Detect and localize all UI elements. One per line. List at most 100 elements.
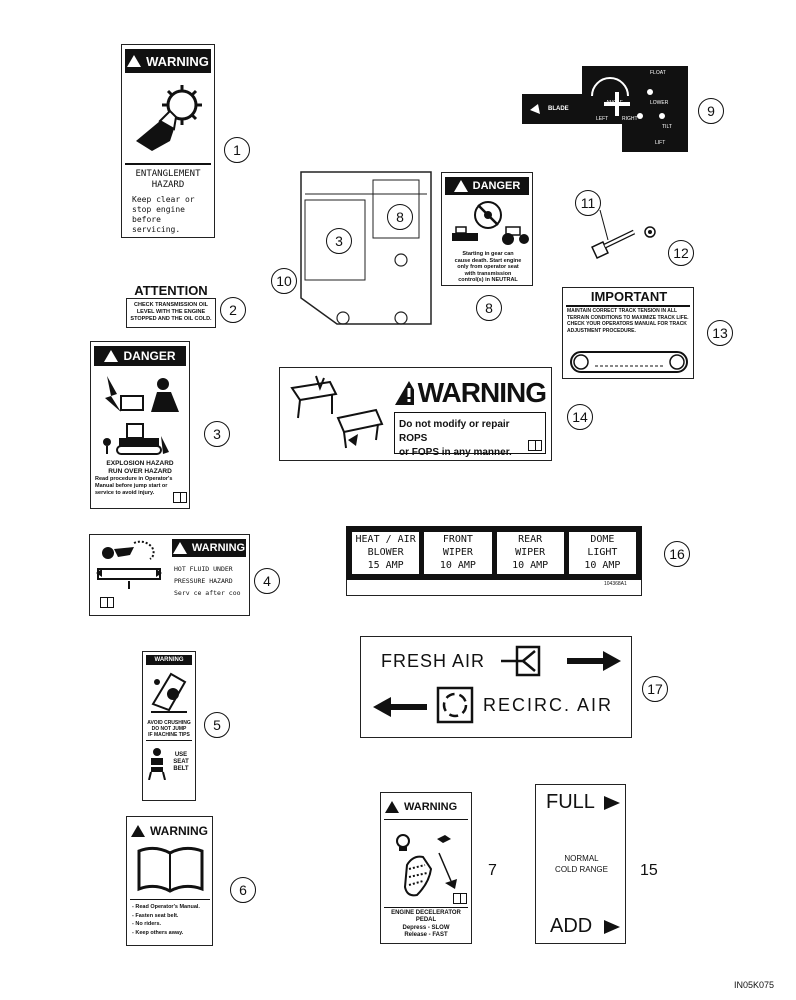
- callout-6: 6: [230, 877, 256, 903]
- manual-book-icon: [100, 597, 114, 608]
- open-book-pictogram: [133, 845, 208, 895]
- callout-14: 14: [567, 404, 593, 430]
- item-number-15: 15: [640, 862, 658, 879]
- fresh-air-label: FRESH AIR: [381, 651, 486, 671]
- tilt-label: TILT: [662, 124, 672, 130]
- separator-line: [146, 740, 192, 741]
- add-marker-arrow-icon: [604, 920, 620, 934]
- full-marker-arrow-icon: [604, 796, 620, 810]
- fuse-decal: HEAT / AIR BLOWER 15 AMP FRONT WIPER 10 …: [346, 526, 642, 580]
- fuse-cell-front-wiper: FRONT WIPER 10 AMP: [424, 532, 492, 574]
- lower-label: LOWER: [650, 100, 669, 106]
- fuse-cells: HEAT / AIR BLOWER 15 AMP FRONT WIPER 10 …: [352, 532, 636, 574]
- left-label: LEFT: [596, 116, 609, 122]
- separator-line: [125, 163, 211, 165]
- warning-triangle-icon: [127, 55, 142, 67]
- warning-triangle-icon: [385, 801, 399, 813]
- rops-canopy-icon: [290, 375, 384, 449]
- panel-callout-3: 3: [326, 228, 352, 254]
- callout-1: 1: [224, 137, 250, 163]
- separator-line: [384, 907, 468, 908]
- float-label: FLOAT: [650, 70, 666, 76]
- fuse-cell-dome-light: DOME LIGHT 10 AMP: [568, 532, 636, 574]
- rops-body-box: [394, 412, 546, 454]
- entanglement-pictogram: [130, 81, 208, 159]
- pressure-spray-icon: [96, 540, 162, 589]
- decal-entanglement-warning: WARNING ENTANGLEMENT HAZARD Keep clear o…: [121, 44, 215, 238]
- callout-9: 9: [698, 98, 724, 124]
- entanglement-body: Keep clear or stop engine before servici…: [132, 195, 195, 234]
- fuse-cell-rear-wiper: REAR WIPER 10 AMP: [496, 532, 564, 574]
- pressure-spray-pictogram: [94, 539, 164, 589]
- explosion-title: EXPLOSION HAZARD RUN OVER HAZARD: [106, 460, 174, 475]
- add-label: ADD: [550, 915, 593, 937]
- panel-callout-8: 8: [387, 204, 413, 230]
- rollover-pictogram: [147, 668, 193, 716]
- separator-line: [384, 819, 468, 820]
- seated-person-icon: [148, 748, 166, 781]
- hot-fluid-body: HOT FLUID UNDER PRESSURE HAZARD Serv ce …: [174, 565, 241, 597]
- warning-header: WARNING: [131, 823, 211, 839]
- tipping-machine-icon: [151, 672, 187, 713]
- warning-header: WARNING: [172, 539, 246, 557]
- right-label: RIGHT: [622, 116, 638, 122]
- decal-fresh-recirc-air: FRESH AIR RECIRC. AIR: [360, 636, 632, 738]
- open-book-icon: [137, 846, 204, 893]
- decal-track-tension-important: IMPORTANT MAINTAIN CORRECT TRACK TENSION…: [562, 287, 694, 379]
- decal-rollover-seatbelt: WARNING AVOID CRUSHING DO NOT JUMP IF MA…: [142, 651, 196, 801]
- warning-triangle-icon: [395, 381, 414, 405]
- danger-header: DANGER: [94, 346, 186, 366]
- operators-manual-body: - Read Operator's Manual. - Fasten seat …: [132, 904, 200, 936]
- rops-body: Do not modify or repair ROPS or FOPS in …: [399, 419, 512, 458]
- callout-17: 17: [642, 676, 668, 702]
- lift-label: LIFT: [655, 140, 666, 146]
- hand-gear-icon: [136, 85, 202, 151]
- separator-line: [566, 305, 690, 307]
- separator-line: [130, 899, 210, 900]
- blade-control-decal: [522, 66, 688, 152]
- danger-triangle-icon: [453, 180, 468, 192]
- recirc-air-label: RECIRC. AIR: [483, 695, 614, 715]
- manual-book-icon: [528, 440, 542, 451]
- decal-decelerator-pedal-warning: WARNING ENGINE DECELERATOR PEDAL Depress…: [380, 792, 472, 944]
- manual-book-icon: [173, 492, 187, 503]
- seatbelt-text: USE SEAT BELT: [173, 752, 189, 772]
- start-in-gear-body: Starting in gear can cause death. Start …: [454, 251, 522, 283]
- bolt-and-nut-drawing: [591, 210, 656, 259]
- callout-11: 11: [575, 190, 601, 216]
- blade-label: BLADE: [548, 106, 569, 112]
- warning-triangle-icon: [131, 825, 145, 837]
- bulldozer-icon: [103, 423, 169, 455]
- decelerator-body: Depress - SLOW Release - FAST: [402, 925, 450, 938]
- no-start-machine-icon: [452, 201, 529, 245]
- entanglement-title: ENTANGLEMENT HAZARD: [135, 169, 201, 190]
- track-diagram-icon: [570, 351, 688, 373]
- attention-header: ATTENTION: [134, 283, 208, 298]
- fuse-decal-backing: [346, 580, 642, 596]
- danger-triangle-icon: [104, 350, 119, 362]
- bolt-icon: [591, 229, 636, 259]
- callout-10: 10: [271, 268, 297, 294]
- nut-icon: [644, 226, 656, 238]
- warning-header: WARNING: [385, 799, 469, 815]
- manual-book-icon: [453, 893, 467, 904]
- decal-explosion-danger: DANGER EXPLOSION HAZARD RUN OVER HAZARD …: [90, 341, 190, 509]
- panel-outline: [300, 171, 432, 325]
- rollover-title: AVOID CRUSHING DO NOT JUMP IF MACHINE TI…: [147, 720, 191, 738]
- seatbelt-pictogram: [147, 746, 167, 781]
- fresh-air-damper-icon: [501, 645, 541, 677]
- recirc-air-icon: [436, 686, 474, 724]
- danger-header: DANGER: [445, 177, 529, 195]
- angle-label: ANGLE: [606, 100, 623, 106]
- decal-coolant-level: FULL NORMAL COLD RANGE ADD: [535, 784, 626, 944]
- callout-16: 16: [664, 541, 690, 567]
- arrow-right-icon: [567, 651, 621, 671]
- callout-13: 13: [707, 320, 733, 346]
- decal-attention-oil: CHECK TRANSMISSION OIL LEVEL WITH THE EN…: [126, 298, 216, 328]
- start-in-gear-pictogram: [446, 199, 530, 249]
- callout-2: 2: [220, 297, 246, 323]
- explosion-body: Read procedure in Operator's Manual befo…: [95, 476, 173, 496]
- battery-explosion-icon: [105, 376, 179, 412]
- battery-explosion-pictogram: [97, 372, 185, 414]
- attention-body: CHECK TRANSMISSION OIL LEVEL WITH THE EN…: [130, 302, 212, 322]
